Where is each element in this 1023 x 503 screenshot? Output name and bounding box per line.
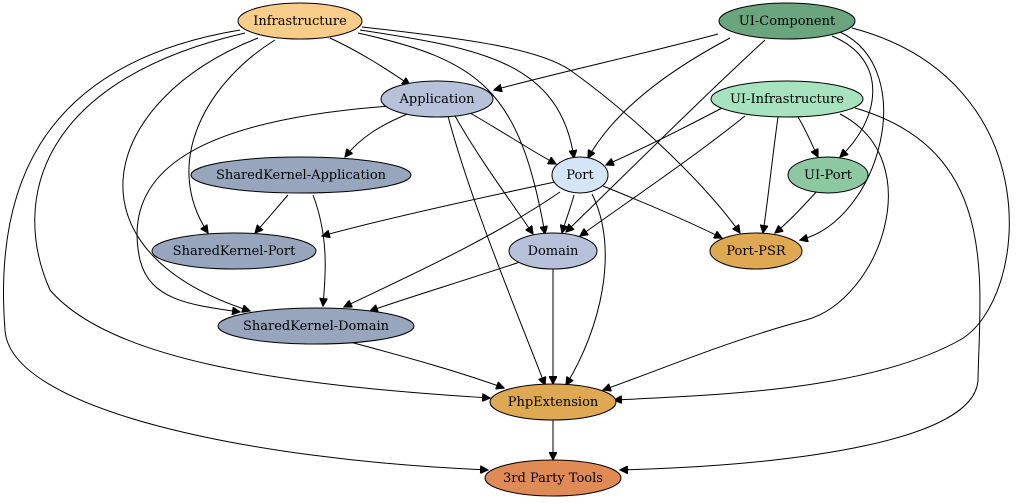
node-third-party-tools-label: 3rd Party Tools xyxy=(503,471,603,486)
node-sharedkernel-domain-label: SharedKernel-Domain xyxy=(243,319,390,334)
edge-application-domain xyxy=(454,115,533,234)
node-port-psr[interactable]: Port-PSR xyxy=(709,232,803,270)
edge-ui-infrastructure-phpextension xyxy=(603,113,889,390)
edge-application-sharedkernel-application xyxy=(345,112,411,157)
edge-infrastructure-domain xyxy=(357,32,545,234)
edge-infrastructure-application xyxy=(329,37,410,85)
edge-ui-infrastructure-third-party-tools xyxy=(620,107,981,470)
edge-ui-component-phpextension xyxy=(614,27,1010,400)
node-application-shape xyxy=(380,80,494,118)
node-sharedkernel-domain-shape xyxy=(217,307,415,345)
edge-infrastructure-third-party-tools xyxy=(2,29,488,470)
edge-domain-sharedkernel-domain xyxy=(370,261,521,311)
node-ui-component-shape xyxy=(718,2,856,40)
edge-port-sharedkernel-port xyxy=(322,181,556,236)
node-domain-label: Domain xyxy=(528,244,579,259)
edge-infrastructure-port xyxy=(359,29,574,158)
edge-infrastructure-sharedkernel-port xyxy=(188,39,276,233)
edge-port-port-psr xyxy=(602,185,722,238)
node-ui-port[interactable]: UI-Port xyxy=(787,156,869,194)
node-sharedkernel-application-shape xyxy=(190,156,412,194)
node-sharedkernel-port-label: SharedKernel-Port xyxy=(173,244,296,259)
node-phpextension[interactable]: PhpExtension xyxy=(489,383,617,421)
node-infrastructure-label: Infrastructure xyxy=(253,14,347,29)
node-application[interactable]: Application xyxy=(380,80,494,118)
edge-port-phpextension xyxy=(566,193,606,385)
node-ui-port-label: UI-Port xyxy=(804,168,853,183)
nodes-layer: Infrastructure UI-Component Application … xyxy=(151,2,869,497)
edge-ui-component-domain xyxy=(566,39,766,232)
node-third-party-tools[interactable]: 3rd Party Tools xyxy=(484,459,622,497)
node-ui-port-shape xyxy=(787,156,869,194)
node-application-label: Application xyxy=(399,92,476,107)
edge-application-phpextension xyxy=(447,115,545,385)
node-port-label: Port xyxy=(566,168,594,183)
edge-infrastructure-port-psr xyxy=(361,26,740,233)
node-port-psr-shape xyxy=(709,232,803,270)
edge-application-port xyxy=(469,112,556,164)
node-infrastructure[interactable]: Infrastructure xyxy=(237,2,363,40)
edge-sharedkernel-application-sharedkernel-domain xyxy=(312,194,325,306)
edge-ui-infrastructure-port-psr xyxy=(763,116,779,233)
node-domain-shape xyxy=(508,232,598,270)
edge-ui-infrastructure-ui-port xyxy=(797,116,818,157)
edge-ui-component-ui-port xyxy=(831,35,874,157)
node-ui-component-label: UI-Component xyxy=(739,14,836,29)
edge-port-sharedkernel-domain xyxy=(344,191,561,307)
node-domain[interactable]: Domain xyxy=(508,232,598,270)
edge-sharedkernel-domain-phpextension xyxy=(349,341,504,388)
edge-port-domain xyxy=(562,194,575,233)
edge-sharedkernel-application-sharedkernel-port xyxy=(255,194,289,233)
node-port-psr-label: Port-PSR xyxy=(726,244,787,259)
node-ui-component[interactable]: UI-Component xyxy=(718,2,856,40)
edge-infrastructure-phpextension xyxy=(34,32,490,398)
edge-application-sharedkernel-domain xyxy=(136,105,391,312)
edge-ui-component-port-psr xyxy=(800,31,885,240)
edge-ui-infrastructure-domain xyxy=(580,115,746,236)
node-sharedkernel-domain[interactable]: SharedKernel-Domain xyxy=(217,307,415,345)
node-port[interactable]: Port xyxy=(551,156,609,194)
node-port-shape xyxy=(551,156,609,194)
node-ui-infrastructure-label: UI-Infrastructure xyxy=(730,92,844,107)
edge-ui-component-application xyxy=(494,33,719,90)
edge-ui-port-port-psr xyxy=(775,189,819,233)
edge-infrastructure-sharedkernel-domain xyxy=(122,37,259,311)
edges-layer xyxy=(2,26,1010,470)
node-sharedkernel-application[interactable]: SharedKernel-Application xyxy=(190,156,412,194)
node-infrastructure-shape xyxy=(237,2,363,40)
edge-ui-component-port xyxy=(588,37,731,158)
node-sharedkernel-port[interactable]: SharedKernel-Port xyxy=(151,232,317,270)
node-third-party-tools-shape xyxy=(484,459,622,497)
edge-ui-infrastructure-port xyxy=(606,107,723,165)
node-phpextension-shape xyxy=(489,383,617,421)
node-sharedkernel-port-shape xyxy=(151,232,317,270)
node-sharedkernel-application-label: SharedKernel-Application xyxy=(216,168,387,183)
node-ui-infrastructure-shape xyxy=(710,80,864,118)
node-phpextension-label: PhpExtension xyxy=(508,395,599,410)
node-ui-infrastructure[interactable]: UI-Infrastructure xyxy=(710,80,864,118)
